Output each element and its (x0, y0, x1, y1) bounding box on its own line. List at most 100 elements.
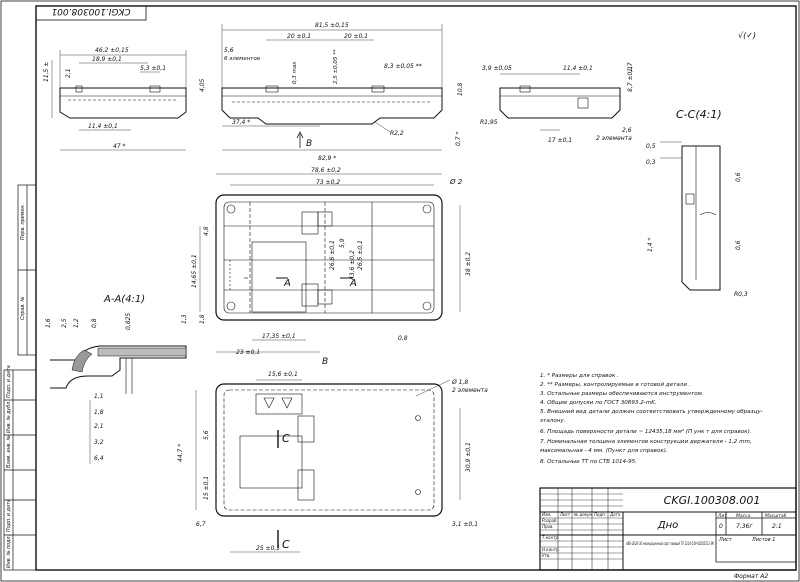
note-line: 8. Остальные ТТ по СТБ 1014-95. (540, 459, 638, 465)
dim: 26,5 ±0,1 (357, 240, 364, 270)
note-line: эталону. (540, 418, 566, 424)
dim: 82,9 * (318, 155, 336, 162)
sheets-label: Листов 1 (751, 537, 775, 543)
dim: 0,8 (398, 335, 408, 342)
note-line: 1. * Размеры для справок . (540, 373, 619, 379)
dim: 38 ±0,2 (465, 252, 472, 276)
tb-row: Т.контр. (542, 535, 559, 540)
dim: 25 ±0,1 (256, 545, 280, 552)
dim: 17,35 ±0,1 (262, 333, 296, 340)
note-line: 2. ** Размеры, контролируемые в готовой … (540, 382, 691, 388)
dim: 0,6 (735, 172, 742, 182)
dim: 10,8 (457, 82, 464, 96)
dim: 0,5 (646, 143, 656, 150)
dim: 0,6 (735, 240, 742, 250)
note-line: 4. Общие допуски по ГОСТ 30893.2-mK. (540, 400, 657, 406)
tb-row: Утв. (542, 553, 550, 558)
dim: 3,1 ±0,1 (452, 521, 478, 528)
part-name: Дно (657, 520, 678, 531)
title-block: Изм. Лист № докум. Подп. Дата Разраб. Пр… (539, 487, 797, 571)
dim: 1,1 (94, 393, 104, 400)
dim: 18,9 ±0,1 (92, 56, 122, 63)
rotated-code: CKGI.100308.001 (51, 6, 130, 16)
scale-value: 2:1 (772, 523, 782, 530)
dim: 3,9 ±0,05 (482, 65, 512, 72)
strip-label: Справ. № (20, 297, 26, 320)
tb-header: Масса (736, 513, 751, 519)
strip-label: Подп. и дата (6, 365, 12, 398)
sheet-label: Лист (718, 537, 733, 543)
dim: 0,8 (91, 318, 98, 328)
tb-row: Разраб. (542, 518, 558, 523)
dim: 1,6 (45, 318, 52, 328)
section-c-c: C-C(4:1) 0,5 0,3 0,6 0,6 1,4 * R0,3 (646, 108, 748, 298)
dim: 5,6 (224, 47, 234, 54)
dim: 11,4 ±0,1 (563, 65, 593, 72)
dim: 2,1 (65, 68, 72, 78)
dim: 1,8 (94, 409, 104, 416)
view-label-b: B (322, 357, 328, 367)
dim: 6,4 (94, 455, 104, 462)
section-mark: C (282, 538, 290, 551)
dim: 2,1 (94, 423, 104, 430)
dim: 0,825 (125, 313, 132, 330)
dim: 37,4 * (232, 119, 250, 126)
dim: 6,7 (196, 521, 206, 528)
dim: 46,2 ±0,15 (95, 47, 129, 54)
view-title-aa: A-A(4:1) (103, 294, 145, 305)
bottom-view: C C 15,6 ±0,1 Ø 1,8 2 элемента 5,6 44,7 … (177, 371, 488, 553)
lit-value: 0 (719, 523, 723, 530)
dim: 15,6 ±0,1 (268, 371, 298, 378)
side-strip: Перв. примен. Справ. № Подп. и дата Инв.… (3, 184, 37, 571)
dim: 8,3 ±0,05 ** (384, 63, 422, 70)
tb-row: Н.контр. (542, 547, 560, 552)
note-line: 7. Номинальная толщина элементов констру… (540, 439, 752, 445)
dim: 4,8 (203, 226, 210, 236)
dim: 5,3 ±0,1 (140, 65, 166, 72)
side-view-right: 3,9 ±0,05 11,4 ±0,1 1,7 8,7 ±0,1 R1,95 1… (480, 62, 634, 144)
dim: 0,7 * (455, 132, 462, 146)
dim: 14,65 ±0,1 (191, 254, 198, 288)
dim: R0,3 (734, 291, 748, 298)
note-line: 5. Внешний вид детали должен соответство… (540, 409, 763, 415)
section-mark: A (349, 278, 357, 289)
dim: Ø 1,8 (451, 379, 468, 386)
dim: 78,6 ±0,2 (311, 167, 341, 174)
strip-label: Взам. инв. № (6, 435, 12, 468)
dim: 5,9 (339, 238, 346, 248)
section-mark: C (282, 432, 290, 445)
dim: 44,7 * (177, 444, 184, 462)
dim: 15 ±0,1 (203, 476, 210, 500)
material: ABS-2020-30 неокрашенный сорт первый ТУ … (625, 541, 714, 546)
dim: R2,2 (390, 130, 404, 137)
mass-value: 7,36г (736, 523, 753, 530)
dim: 26,6 ±0,1 (329, 240, 336, 270)
tb-header: Масштаб (765, 513, 787, 519)
drawing-code: CKGI.100308.001 (664, 494, 761, 507)
dim: 2 элемента (596, 135, 632, 142)
tb-row: Изм. (542, 512, 551, 517)
note-line: 3. Остальные размеры обеспечиваются инст… (540, 391, 704, 397)
section-a-a: A-A(4:1) 1,6 2,5 1,2 0,8 0,825 1,3 1,8 1… (45, 294, 206, 464)
tb-row: Дата (609, 512, 621, 517)
side-view-middle: 81,5 ±0,15 20 ±0,1 20 ±0,1 5,6 6 элемент… (199, 22, 464, 162)
roughness-symbol: √(✓) (738, 31, 756, 40)
dim: 30,9 ±0,1 (465, 442, 472, 472)
dim: 3,2 (94, 439, 104, 446)
dim: 17 ±0,1 (548, 137, 572, 144)
dim: 2,6 (622, 127, 632, 134)
note-line: максимальная - 4 мм. (Пункт для справок)… (540, 448, 668, 454)
dim: 4,05 (199, 78, 206, 92)
tb-header: Лит (717, 513, 727, 519)
tb-row: Лист (559, 512, 571, 517)
dim: 23 ±0,1 (236, 349, 260, 356)
dim: 5,6 (203, 430, 210, 440)
dim: 43,6 ±0,2 (349, 250, 356, 280)
dim: 47 * (113, 143, 126, 150)
strip-label: Инв. № дубл. (6, 400, 12, 433)
side-view-left: 46,2 ±0,15 18,9 ±0,1 5,3 ±0,1 11,5 ± 2,1… (43, 47, 187, 151)
tb-row: Пров. (542, 524, 554, 529)
dim: 1,2 (73, 318, 80, 328)
